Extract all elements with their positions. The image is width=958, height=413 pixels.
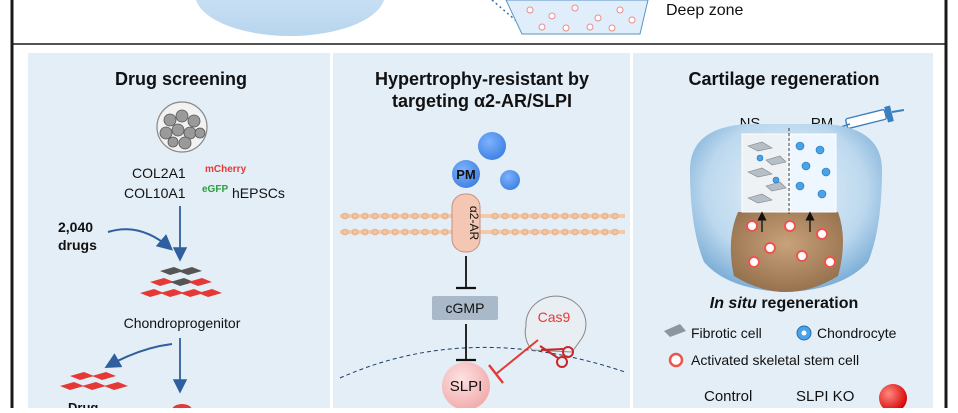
cas9-label: Cas9	[538, 309, 571, 325]
cas9-inhibit-bar	[488, 364, 504, 384]
drug-treated-cells-icon	[60, 372, 128, 390]
branch-arrow	[104, 343, 173, 368]
egfp-label: eGFP	[202, 184, 228, 195]
pm-molecule-2	[500, 170, 520, 190]
syringe-icon	[837, 105, 905, 129]
fibrotic-cell-label: Fibrotic cell	[691, 325, 762, 341]
pm-label: PM	[456, 167, 476, 182]
scissors-icon	[539, 345, 574, 368]
drug-add-arrow	[107, 228, 174, 251]
pm-molecule-3	[452, 160, 480, 188]
chondrocyte-cells	[756, 141, 831, 199]
slpi-circle	[442, 362, 490, 410]
slpi-ko-label: SLPI KO	[796, 388, 854, 405]
cgmp-box	[432, 296, 498, 320]
stem-cell-legend-icon	[668, 352, 684, 368]
chondroprogenitor-label: Chondroprogenitor	[124, 315, 241, 331]
alpha2-ar-receptor	[451, 193, 481, 253]
deep-zone-cells	[526, 4, 636, 32]
pm-molecule-1	[478, 132, 506, 160]
cartilage-bubble	[196, 0, 384, 36]
col2a1-label: COL2A1	[132, 165, 186, 181]
progenitor-cells-icon	[140, 267, 222, 297]
hypertrophy-title-line1: Hypertrophy-resistant by	[375, 69, 589, 89]
drug-screening-title: Drug screening	[115, 69, 247, 89]
chondrocyte-legend-nucleus	[801, 330, 807, 336]
drugs-label: drugs	[58, 237, 97, 253]
fibrotic-cell-legend-icon	[664, 324, 686, 337]
drug-label-cut: Drug	[68, 400, 98, 408]
deep-zone-label: Deep zone	[666, 2, 743, 19]
nucleus-membrane	[339, 347, 626, 379]
control-label: Control	[704, 388, 752, 405]
activated-stem-cells	[746, 220, 836, 268]
drug-count: 2,040	[58, 219, 93, 235]
slpi-ko-marker	[879, 384, 907, 412]
hypertrophy-title-line2: targeting α2-AR/SLPI	[392, 91, 572, 111]
joint-illustration	[690, 124, 882, 292]
cgmp-label: cGMP	[446, 300, 485, 316]
hepscs-label: hEPSCs	[232, 185, 285, 201]
chondrocyte-label: Chondrocyte	[817, 325, 897, 341]
in-situ-regeneration-label: In situ regeneration	[710, 295, 858, 312]
cell-spheroid-icon	[156, 101, 208, 153]
cas9-inhibit-line	[495, 339, 539, 375]
regeneration-title: Cartilage regeneration	[688, 69, 879, 89]
subchondral-bone	[730, 212, 843, 292]
deep-zone-block	[505, 0, 649, 35]
slpi-label: SLPI	[450, 378, 483, 395]
top-strip: Deep zone	[196, 0, 743, 36]
activated-stem-cell-label: Activated skeletal stem cell	[691, 352, 859, 368]
receptor-label: α2-AR	[467, 206, 481, 241]
cell-membrane	[340, 212, 625, 236]
col10a1-label: COL10A1	[124, 185, 186, 201]
in-situ-italic: In situ	[710, 295, 757, 312]
in-situ-rest: regeneration	[757, 295, 858, 312]
mcherry-label: mCherry	[205, 164, 247, 175]
fibrotic-cells	[747, 141, 787, 204]
